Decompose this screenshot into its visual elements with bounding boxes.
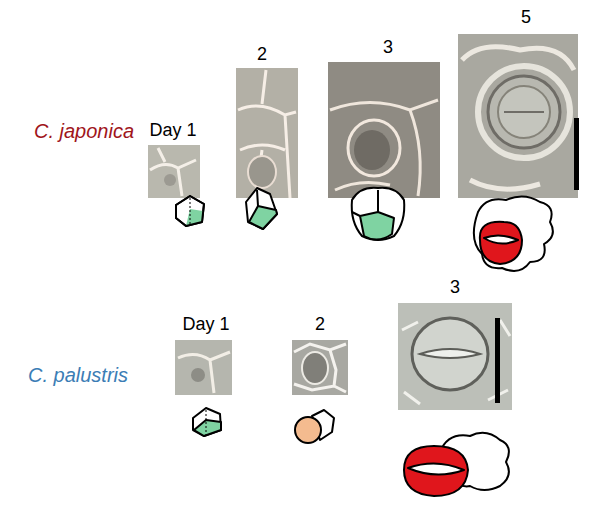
cell-schematic xyxy=(176,188,553,271)
micrograph-day2 xyxy=(236,68,298,198)
micrograph-day1 xyxy=(175,340,232,395)
scale-bar xyxy=(495,318,500,403)
day-label: 3 xyxy=(383,38,393,58)
day-label: 3 xyxy=(450,278,460,298)
micrograph-day2 xyxy=(292,340,348,395)
day-label: 2 xyxy=(257,45,267,65)
micrograph-day1 xyxy=(148,145,200,198)
day-label: 2 xyxy=(315,315,325,335)
micrograph-day5 xyxy=(458,34,578,198)
species-name: C. palustris xyxy=(28,364,128,386)
micrograph-day3 xyxy=(398,303,512,410)
day-label: 5 xyxy=(521,8,531,28)
cell-schematic xyxy=(193,408,509,496)
day-label: Day 1 xyxy=(182,315,229,335)
scale-bar xyxy=(574,118,579,190)
day-label: Day 1 xyxy=(149,121,196,141)
micrograph-day3 xyxy=(328,62,440,198)
species-name: C. japonica xyxy=(34,120,134,142)
